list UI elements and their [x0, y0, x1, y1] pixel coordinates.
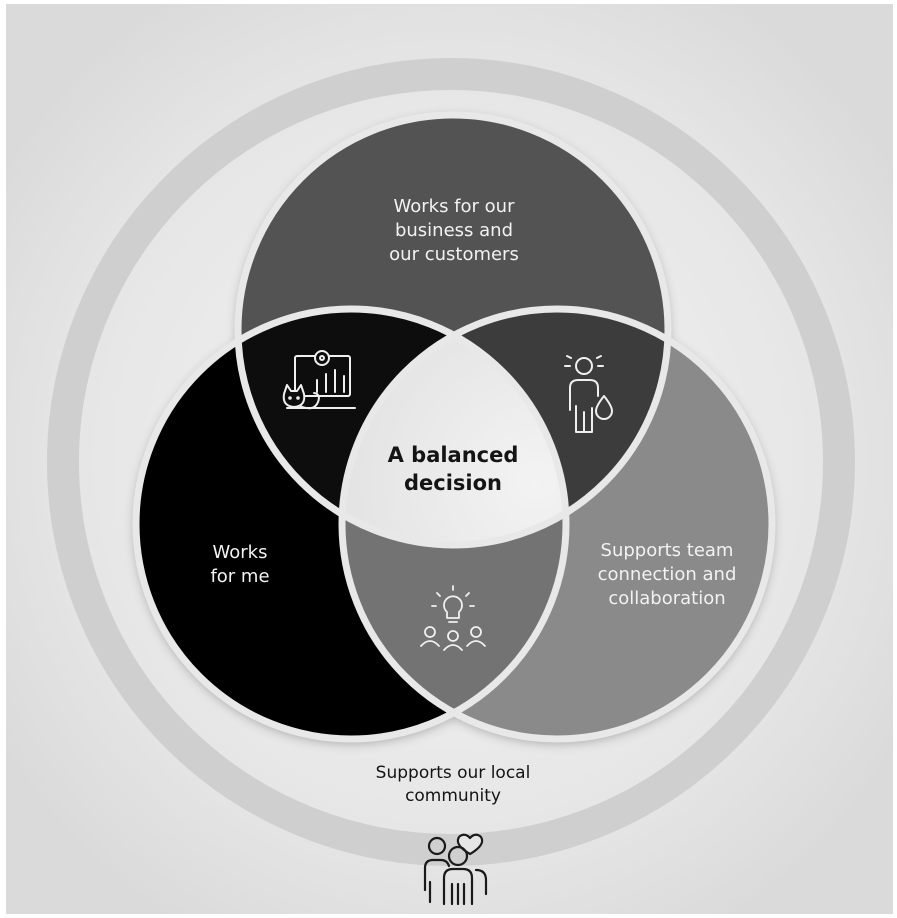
right-circle-label-3: collaboration — [608, 588, 725, 609]
person-with-water-drop-icon — [564, 355, 613, 433]
center-label-2: decision — [404, 471, 502, 495]
right-circle-label-2: connection and — [598, 564, 737, 585]
center-label-1: A balanced — [388, 443, 519, 467]
top-circle-label-1: Works for our — [394, 196, 516, 217]
community-group-heart-icon — [423, 833, 488, 906]
team-idea-lightbulb-icon — [420, 585, 486, 651]
separator-strokes — [132, 111, 776, 743]
person-with-cat-at-computer-icon — [282, 350, 356, 410]
left-circle-label-2: for me — [210, 566, 269, 587]
left-circle-label-1: Works — [213, 542, 268, 563]
outer-ring-label-1: Supports our local — [376, 763, 531, 783]
outer-ring-label-2: community — [405, 786, 501, 806]
right-circle-label-1: Supports team — [601, 540, 734, 561]
top-circle-label-3: our customers — [389, 244, 519, 265]
top-circle-label-2: business and — [395, 220, 513, 241]
